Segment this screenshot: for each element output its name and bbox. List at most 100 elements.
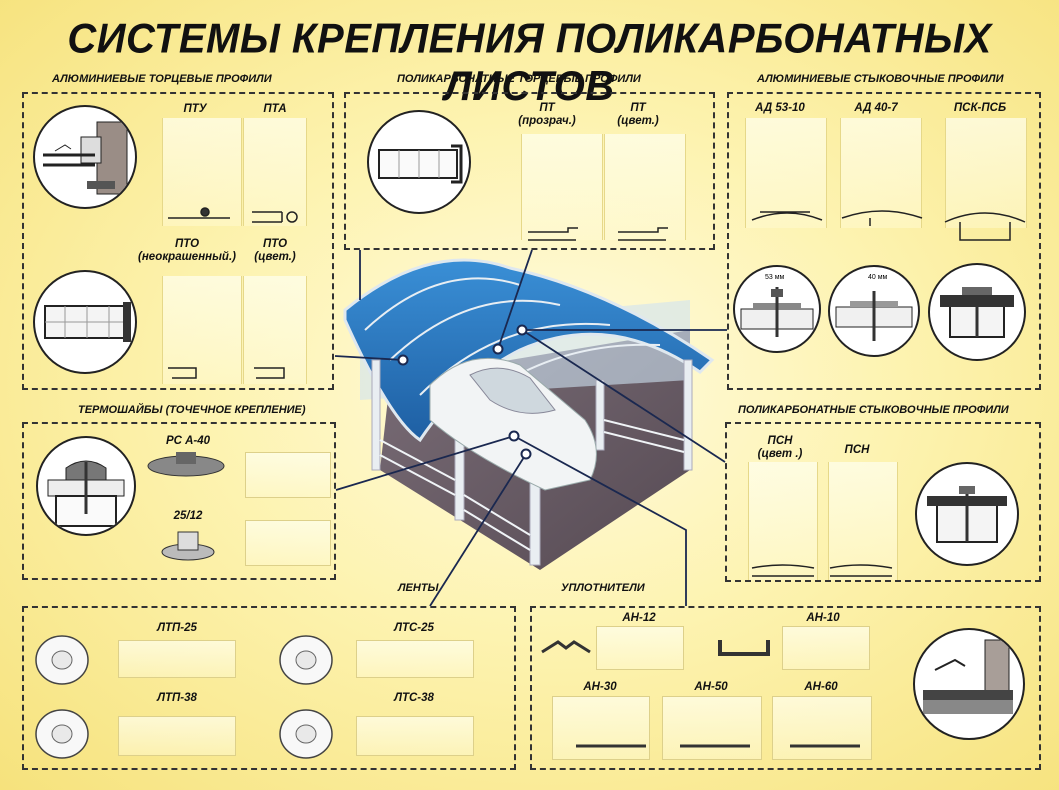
label-pto-colored: ПТО (цвет.) <box>244 238 306 264</box>
pt-detail-drawing <box>378 144 463 184</box>
panel-pt-colored <box>604 134 686 240</box>
label-pt-colored: ПТ (цвет.) <box>598 102 678 128</box>
tape-roll-lts38 <box>279 709 333 759</box>
detail-circle-pt <box>367 110 471 214</box>
label-pt-colored-name: ПТ <box>630 102 646 114</box>
pta-profile-shape <box>252 211 283 223</box>
seal-an10-shape <box>718 640 770 656</box>
panel-pt-transparent <box>521 134 603 240</box>
pt-transparent-profile-shape <box>528 227 578 241</box>
panel-ad-40-7 <box>840 118 922 228</box>
roof-rib <box>364 277 521 331</box>
panel-seal-an60 <box>772 696 872 760</box>
pt-colored-profile-shape <box>618 227 668 241</box>
psn-profile-shape <box>829 564 893 577</box>
psk-profile-shape <box>944 212 1026 241</box>
roof-rib <box>389 299 561 361</box>
label-pt-transparent-note: (прозрач.) <box>518 115 576 127</box>
connector-line <box>521 329 726 463</box>
heading-al-end-profiles: АЛЮМИНИЕВЫЕ ТОРЦЕВЫЕ ПРОФИЛИ <box>52 73 272 85</box>
panel-tape-lts38 <box>356 716 474 756</box>
label-an-60: АН-60 <box>804 681 838 693</box>
connector-line <box>513 435 687 606</box>
label-ptu: ПТУ <box>183 103 207 115</box>
car-windshield <box>469 367 556 414</box>
panel-psn <box>828 462 898 580</box>
ad53-detail-drawing: 53 мм <box>740 274 814 337</box>
pto-profile-shape <box>168 367 197 379</box>
panel-washer-rsa40 <box>245 452 331 498</box>
heading-washers: ТЕРМОШАЙБЫ (ТОЧЕЧНОЕ КРЕПЛЕНИЕ) <box>78 404 306 416</box>
panel-pto-colored <box>243 276 307 384</box>
label-pto-unpainted-name: ПТО <box>174 238 200 250</box>
detail-circle-psn <box>915 462 1019 566</box>
detail-circle-ad53: 53 мм <box>733 265 821 353</box>
seal-detail-drawing <box>923 639 1013 714</box>
panel-washer-2512 <box>245 520 331 566</box>
panel-pto-unpainted <box>162 276 242 384</box>
psn-detail-drawing <box>927 486 1007 543</box>
label-pto-unpainted: ПТО (неокрашенный.) <box>124 238 250 264</box>
connector-line <box>334 355 404 361</box>
washer-2512-cap <box>177 531 199 551</box>
pto-colored-profile-shape <box>254 367 285 379</box>
connector-dot <box>520 448 532 460</box>
ad40-dim-text: 40 мм <box>868 274 888 281</box>
psk-detail-drawing <box>940 287 1014 338</box>
panel-seal-an50 <box>662 696 762 760</box>
label-lts-25: ЛТС-25 <box>394 622 434 634</box>
panel-psk-psb <box>945 118 1027 228</box>
label-pt-colored-note: (цвет.) <box>617 115 659 127</box>
car <box>429 357 597 491</box>
label-psn-colored-name: ПСН <box>767 435 793 447</box>
label-lts-38: ЛТС-38 <box>394 692 434 704</box>
box-tapes <box>22 606 516 770</box>
label-25-12: 25/12 <box>173 510 203 522</box>
panel-seal-an30 <box>552 696 650 760</box>
box-al-join-profiles <box>727 92 1041 390</box>
panel-tape-ltp38 <box>118 716 236 756</box>
label-pto-colored-note: (цвет.) <box>254 251 296 263</box>
box-seals <box>530 606 1041 770</box>
tape-roll-ltp38 <box>35 709 89 759</box>
carport-post <box>683 359 693 471</box>
label-pto-unpainted-note: (неокрашенный.) <box>138 251 236 263</box>
washer-detail-drawing <box>47 460 125 527</box>
ad53-dim-text: 53 мм <box>765 274 785 281</box>
detail-circle-ad40: 40 мм <box>828 265 920 357</box>
label-an-10: АН-10 <box>806 612 840 624</box>
box-al-end-profiles <box>22 92 334 390</box>
panel-seal-an12 <box>596 626 684 670</box>
label-ad-53-10: АД 53-10 <box>755 102 805 114</box>
poster-title: СИСТЕМЫ КРЕПЛЕНИЯ ПОЛИКАРБОНАТНЫХ ЛИСТОВ <box>67 15 992 110</box>
label-psn: ПСН <box>844 444 870 456</box>
panel-psn-colored <box>748 462 818 580</box>
seal-an12-shape <box>541 640 591 654</box>
label-ad-40-7: АД 40-7 <box>854 102 898 114</box>
connector-dot <box>516 324 528 336</box>
pta-profile-tube <box>286 211 298 223</box>
label-an-12: АН-12 <box>622 612 656 624</box>
label-an-30: АН-30 <box>583 681 617 693</box>
label-ltp-38: ЛТП-38 <box>157 692 197 704</box>
label-pto-colored-name: ПТО <box>262 238 288 250</box>
heading-tapes: ЛЕНТЫ <box>398 582 439 594</box>
detail-circle-seal <box>913 628 1025 740</box>
panel-seal-an10 <box>782 626 870 670</box>
panel-pta <box>243 118 307 226</box>
panel-ptu <box>162 118 242 226</box>
ptu-profile-knob <box>200 207 210 217</box>
ad40-profile-shape <box>841 210 923 226</box>
heading-seals: УПЛОТНИТЕЛИ <box>561 582 645 594</box>
connector-dot <box>397 354 409 366</box>
connector-line <box>335 435 515 491</box>
label-ltp-25: ЛТП-25 <box>157 622 197 634</box>
heading-al-join-profiles: АЛЮМИНИЕВЫЕ СТЫКОВОЧНЫЕ ПРОФИЛИ <box>757 73 1004 85</box>
label-psn-colored-note: (цвет .) <box>757 448 803 460</box>
detail-circle-washer <box>36 436 136 536</box>
label-pt-transparent: ПТ (прозрач.) <box>504 102 590 128</box>
tape-roll-lts25 <box>279 635 333 685</box>
heading-pc-join-profiles: ПОЛИКАРБОНАТНЫЕ СТЫКОВОЧНЫЕ ПРОФИЛИ <box>738 404 1009 416</box>
detail-circle-ptu <box>33 105 137 209</box>
